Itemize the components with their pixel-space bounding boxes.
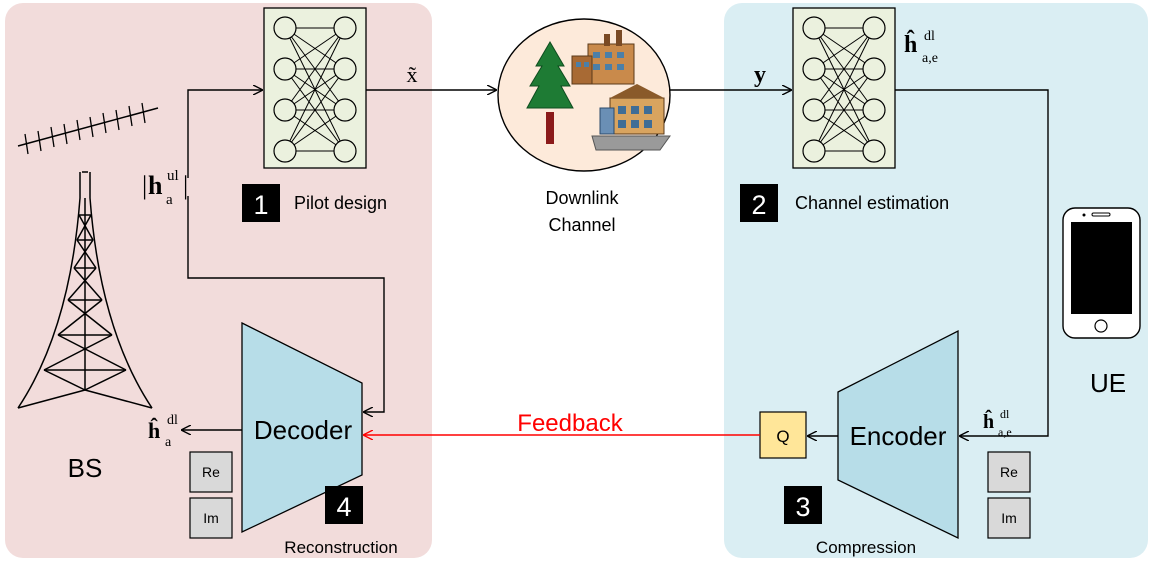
svg-text:ul: ul [167,168,179,184]
re-label-bs: Re [202,464,220,480]
decoder-label: Decoder [254,415,353,445]
svg-text:ĥ: ĥ [904,31,917,58]
step-badge-2 [740,184,778,222]
step-badge-3 [784,486,822,524]
svg-text:ĥ: ĥ [148,418,160,443]
channel-label: Channel [548,215,615,235]
svg-text:|: | [142,171,147,200]
bs-label: BS [68,453,103,483]
estimated-channel-label-top: ĥ dl a,e [904,29,938,66]
pilot-design-network [263,7,367,169]
uplink-to-pilot-arrow [187,90,262,178]
svg-text:h: h [148,171,163,200]
estimated-channel-label-encoder: ĥ dl a,e [983,407,1012,439]
svg-text:a,e: a,e [998,425,1012,439]
re-label-ue: Re [1000,464,1018,480]
re-im-stack-ue [987,451,1031,539]
svg-text:dl: dl [167,413,178,428]
quantizer-label: Q [776,427,789,446]
re-im-stack-bs [189,451,233,539]
uplink-to-decoder-arrow [187,196,385,412]
svg-text:a: a [165,435,172,450]
downlink-channel-icon [497,18,671,172]
downlink-label: Downlink [545,188,619,208]
svg-text:a,e: a,e [922,51,938,66]
feedback-label: Feedback [517,410,623,437]
ue-phone-icon [1062,207,1141,339]
svg-text:a: a [166,192,173,208]
step-number-4: 4 [336,492,351,522]
im-label-bs: Im [203,510,219,526]
bs-tower-icon [17,102,159,409]
step-number-2: 2 [751,190,766,220]
compression-label: Compression [816,538,916,557]
estimation-to-encoder-arrow [895,89,1049,436]
channel-estimation-label: Channel estimation [795,193,949,213]
step-number-1: 1 [253,190,268,220]
pilot-design-label: Pilot design [294,193,387,213]
decoder-block [241,321,363,534]
channel-estimation-network [792,7,896,169]
x-tilde-label: x̃ [407,62,418,87]
uplink-channel-magnitude: | h ul a | [142,168,188,208]
svg-text:dl: dl [1000,407,1010,421]
y-label: y [754,62,766,88]
svg-text:ĥ: ĥ [983,408,994,433]
reconstruction-label: Reconstruction [284,538,397,557]
svg-text:dl: dl [924,29,935,44]
im-label-ue: Im [1001,510,1017,526]
svg-text:|: | [183,171,188,200]
encoder-block [837,329,959,540]
step-badge-4 [325,486,363,524]
encoder-label: Encoder [850,421,947,451]
ue-label: UE [1090,368,1126,398]
step-number-3: 3 [795,492,810,522]
reconstructed-channel-label: ĥ dl a [148,413,178,450]
step-badge-1 [242,184,280,222]
